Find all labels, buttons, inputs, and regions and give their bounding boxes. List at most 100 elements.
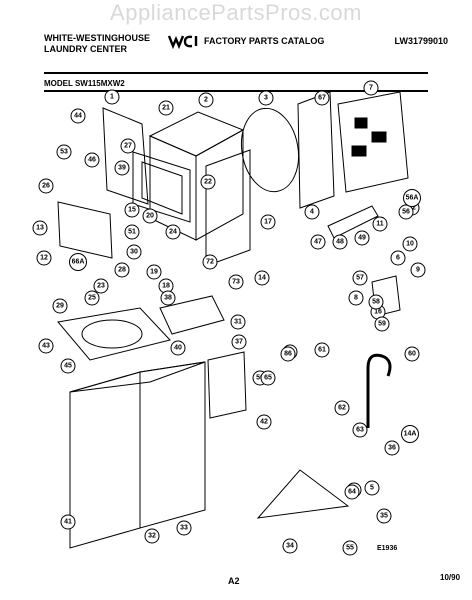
callout-label: 46: [88, 157, 96, 164]
callout-31: 31: [230, 314, 246, 330]
callout-56a: 56A: [403, 189, 421, 207]
callout-label: 20: [146, 213, 154, 220]
callout-label: 18: [162, 283, 170, 290]
callout-label: 39: [118, 165, 126, 172]
callout-label: 49: [358, 235, 366, 242]
callout-21: 21: [158, 100, 174, 116]
brand-header: WHITE-WESTINGHOUSE LAUNDRY CENTER: [44, 33, 150, 55]
callout-circle: [124, 202, 140, 218]
callout-label: 86: [284, 351, 292, 358]
callout-circle: [114, 160, 130, 176]
callout-45: 45: [60, 358, 76, 374]
callout-circle: [126, 244, 142, 260]
callout-label: 34: [286, 543, 294, 550]
callout-circle: [254, 270, 270, 286]
rear-access-panel: [207, 351, 247, 419]
callout-label: 25: [88, 295, 96, 302]
callout-43: 43: [38, 338, 54, 354]
callout-6: 6: [390, 250, 406, 266]
callout-label: 32: [148, 533, 156, 540]
callout-circle: [342, 540, 358, 556]
callout-17: 17: [260, 214, 276, 230]
header-rule-bottom: [44, 90, 428, 92]
callout-66a: 66A: [69, 253, 87, 271]
washer-lid: [159, 295, 225, 335]
callout-label: 38: [164, 295, 172, 302]
door-window: [141, 161, 183, 215]
heater-vent: [371, 131, 387, 143]
callout-label: 58: [372, 299, 380, 306]
callout-circle: [410, 262, 426, 278]
callout-label: 48: [336, 239, 344, 246]
callout-circle: [165, 224, 181, 240]
callout-9: 9: [410, 262, 426, 278]
callout-circle: [104, 89, 120, 105]
callout-label: 40: [174, 345, 182, 352]
callout-label: 55: [346, 545, 354, 552]
brand-line-2: LAUNDRY CENTER: [44, 44, 128, 54]
callout-label: 72: [206, 259, 214, 266]
callout-circle: [160, 290, 176, 306]
callout-circle: [334, 400, 350, 416]
callout-label: 24: [169, 229, 177, 236]
catalog-header: FACTORY PARTS CATALOG: [168, 33, 324, 49]
bottom-shield: [256, 469, 350, 519]
callout-40: 40: [170, 340, 186, 356]
callout-label: 11: [376, 221, 384, 228]
callout-41: 41: [60, 514, 76, 530]
callout-59: 59: [374, 316, 390, 332]
callout-circle: [401, 425, 419, 443]
callout-circle: [403, 189, 421, 207]
heater-vent: [351, 145, 367, 157]
callout-label: 26: [42, 183, 50, 190]
callout-label: 62: [338, 405, 346, 412]
callout-label: 15: [128, 207, 136, 214]
callout-circle: [348, 290, 364, 306]
callout-circle: [60, 358, 76, 374]
callout-circle: [364, 480, 380, 496]
date-code: 10/90: [440, 573, 461, 582]
callout-label: 44: [74, 113, 82, 120]
callout-label: 36: [388, 445, 396, 452]
callout-circle: [372, 216, 388, 232]
catalog-number: LW31799010: [394, 36, 448, 46]
callout-48: 48: [332, 234, 348, 250]
callout-37: 37: [231, 334, 247, 350]
callout-circle: [384, 440, 400, 456]
callout-circle: [142, 208, 158, 224]
callout-label: 22: [204, 179, 212, 186]
callout-2: 2: [198, 92, 214, 108]
callout-circle: [114, 262, 130, 278]
callout-30: 30: [126, 244, 142, 260]
callout-7: 7: [363, 80, 379, 96]
callout-61: 61: [314, 342, 330, 358]
callout-26: 26: [38, 178, 54, 194]
callout-circle: [352, 422, 368, 438]
callout-label: 51: [128, 229, 136, 236]
callout-label: 9: [416, 267, 420, 274]
callout-72: 72: [202, 254, 218, 270]
callout-49: 49: [354, 230, 370, 246]
callout-circle: [176, 520, 192, 536]
callout-20: 20: [142, 208, 158, 224]
callout-label: 17: [264, 219, 272, 226]
callout-circle: [144, 528, 160, 544]
base-cabinet-side: [139, 361, 206, 529]
callout-label: 65: [264, 375, 272, 382]
callout-circle: [376, 508, 392, 524]
callout-label: 64: [348, 489, 356, 496]
callout-14a: 14A: [401, 425, 419, 443]
header-rule-top: [44, 72, 428, 74]
callout-42: 42: [256, 414, 272, 430]
callout-label: 37: [235, 339, 243, 346]
callout-67: 67: [314, 90, 330, 106]
callout-circle: [363, 80, 379, 96]
callout-label: 53: [60, 149, 68, 156]
blower-housing: [297, 91, 335, 209]
callout-circle: [69, 253, 87, 271]
callout-circle: [368, 294, 384, 310]
cabinet-side-panel: [195, 129, 244, 241]
callout-circle: [120, 138, 136, 154]
callout-circle: [56, 144, 72, 160]
